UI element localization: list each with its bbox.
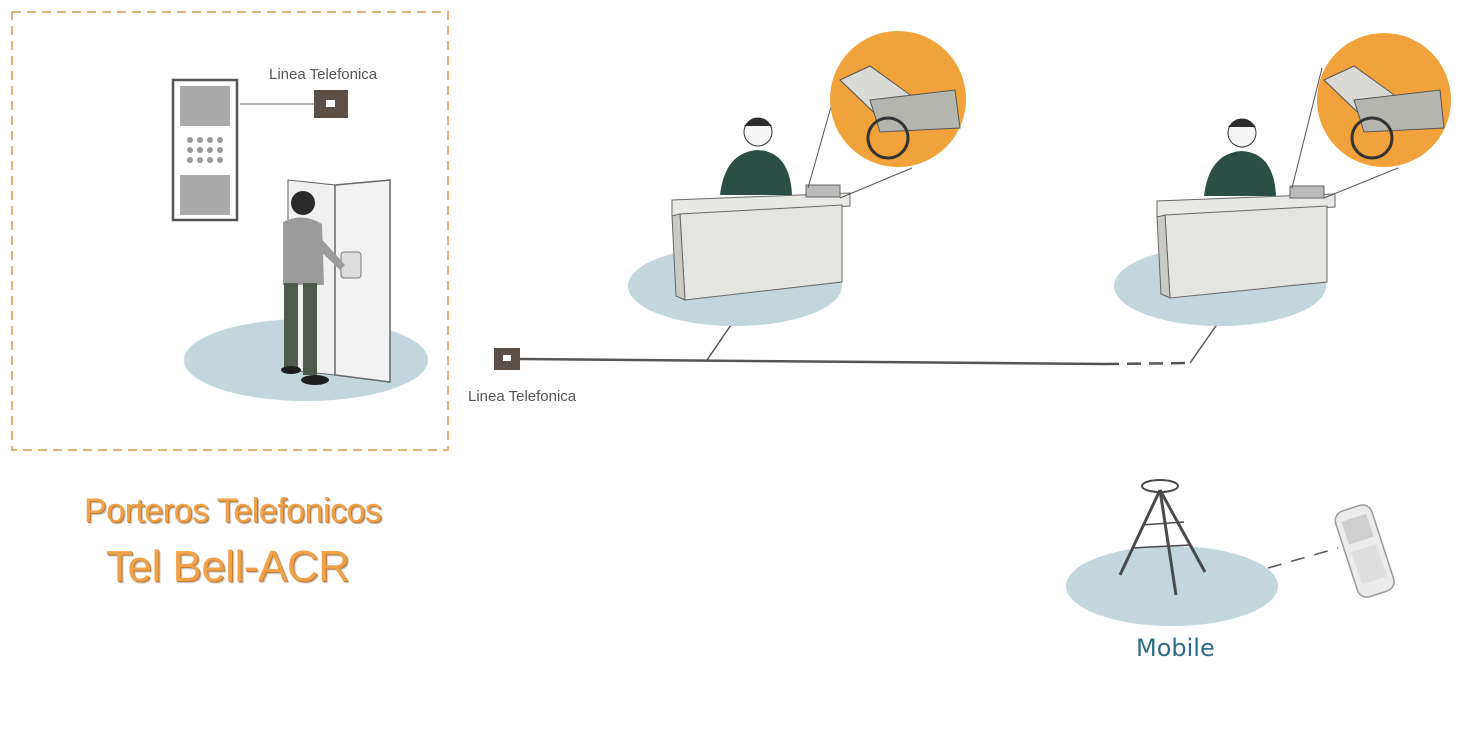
mobile-label: Mobile — [1136, 634, 1215, 662]
floor-ellipse — [1066, 546, 1278, 626]
phone-zoom-icon — [807, 31, 966, 199]
phone-zoom-icon — [1291, 33, 1451, 199]
telephone-line — [519, 357, 1106, 366]
connector-icon — [494, 348, 520, 370]
line-label-mid: Linea Telefonica — [468, 388, 577, 405]
entrance-frame — [11, 11, 449, 451]
telephone-line-dashed — [1104, 361, 1191, 366]
door-panel-icon — [171, 78, 239, 222]
title-line-1: Porteros Telefonicos — [84, 492, 382, 530]
mobile-phone-icon — [1334, 504, 1395, 598]
connector-icon — [314, 90, 348, 118]
operator-icon — [628, 117, 851, 326]
person-icon — [281, 191, 345, 385]
antenna-icon — [1118, 479, 1207, 596]
title-line-2: Tel Bell-ACR — [106, 542, 350, 591]
line-label-top: Linea Telefonica — [269, 66, 378, 83]
operator-icon — [1114, 118, 1336, 326]
